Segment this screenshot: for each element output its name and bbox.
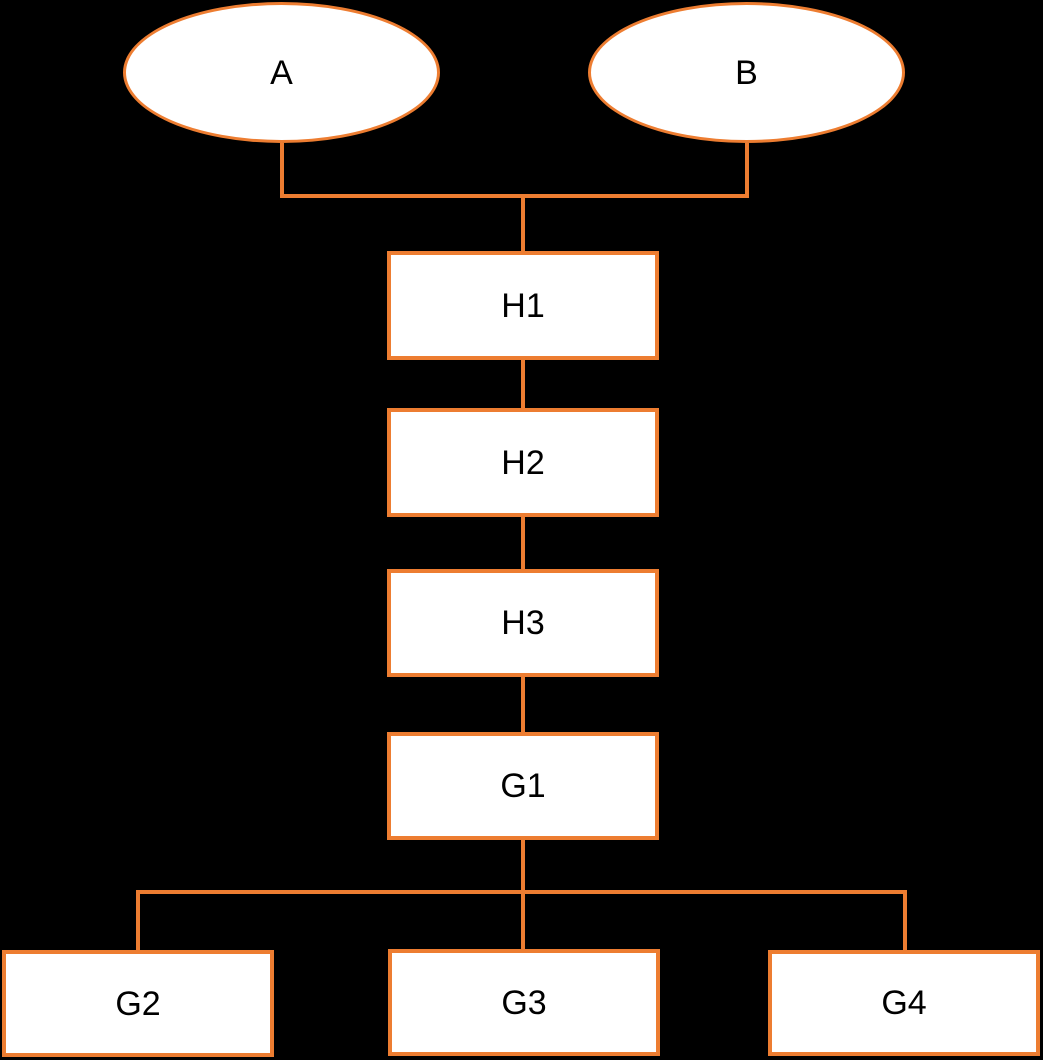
node-label: A (270, 53, 293, 92)
node-box-g4: G4 (768, 950, 1040, 1056)
node-label: H2 (501, 443, 545, 482)
node-box-g1: G1 (387, 732, 659, 840)
node-label: B (735, 53, 758, 92)
node-label: G4 (881, 984, 927, 1022)
node-label: G3 (501, 983, 547, 1022)
node-box-h3: H3 (387, 569, 659, 677)
edge-a-b-bracket (280, 143, 749, 198)
node-label: H3 (501, 604, 545, 642)
node-label: G2 (115, 984, 161, 1023)
node-box-g2: G2 (2, 950, 274, 1057)
node-ellipse-a: A (123, 2, 440, 143)
node-ellipse-b: B (588, 2, 905, 143)
node-box-h1: H1 (387, 251, 659, 360)
node-box-h2: H2 (387, 408, 659, 517)
node-label: G1 (500, 767, 546, 805)
node-box-g3: G3 (388, 949, 660, 1056)
node-label: H1 (501, 286, 545, 325)
